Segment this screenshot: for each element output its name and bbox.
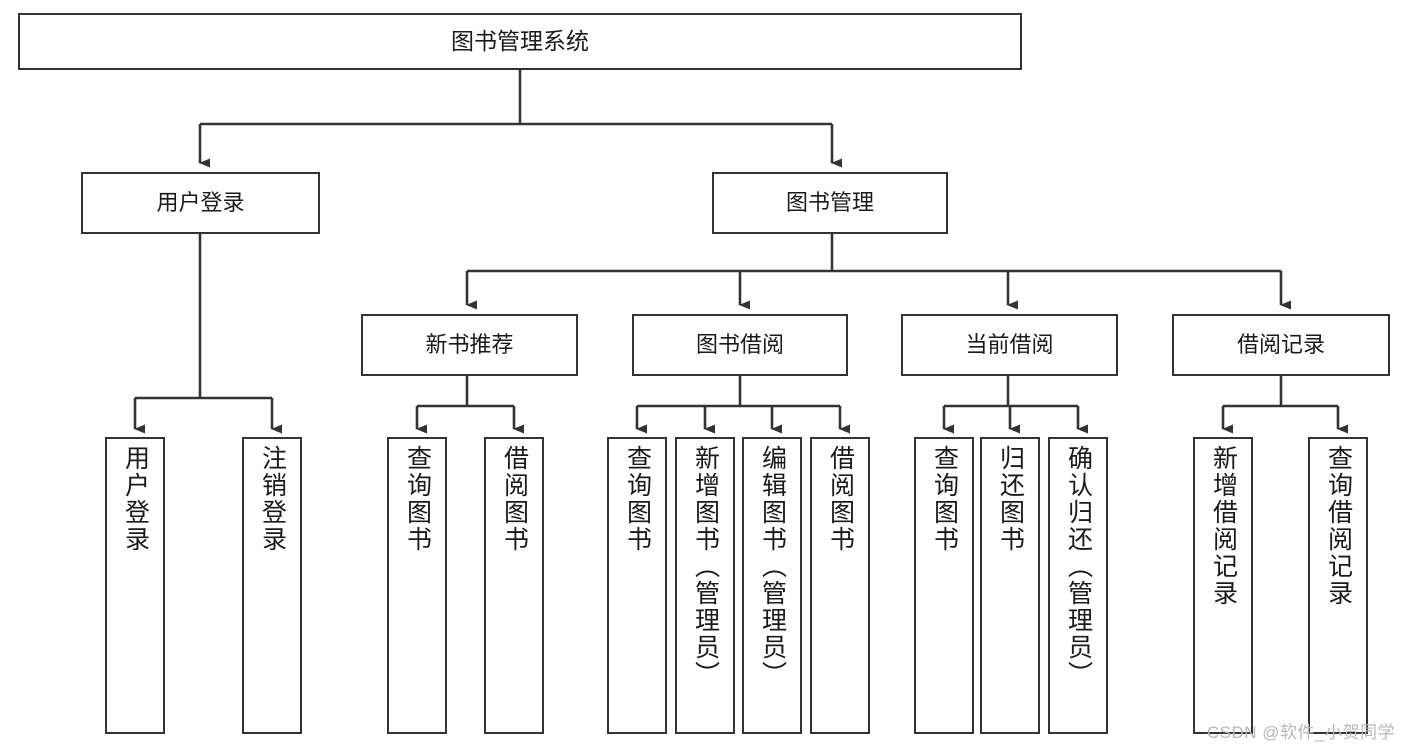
node-book-borrowing[interactable]: 图书借阅 xyxy=(632,314,848,376)
node-label: 新增借阅记录 xyxy=(1209,445,1238,607)
node-new-book-recommendation[interactable]: 新书推荐 xyxy=(361,314,578,376)
leaf-borrow-book-borrowing[interactable]: 借阅图书 xyxy=(810,437,870,734)
node-label: 借阅图书 xyxy=(826,445,855,553)
node-label: 用户登录 xyxy=(121,445,150,553)
node-label: 借阅记录 xyxy=(1236,332,1325,358)
node-book-management[interactable]: 图书管理 xyxy=(712,172,948,234)
node-label: 新书推荐 xyxy=(425,332,514,358)
node-label: 借阅图书 xyxy=(500,445,529,553)
node-label: 新增图书（管理员） xyxy=(691,445,720,688)
leaf-add-borrowing-record[interactable]: 新增借阅记录 xyxy=(1193,437,1253,734)
node-label: 归还图书 xyxy=(996,445,1025,553)
node-current-borrowing[interactable]: 当前借阅 xyxy=(901,314,1118,376)
node-root-book-management-system[interactable]: 图书管理系统 xyxy=(18,13,1022,70)
node-label: 确认归还（管理员） xyxy=(1064,445,1093,688)
node-label: 图书借阅 xyxy=(695,332,784,358)
leaf-edit-book-admin[interactable]: 编辑图书（管理员） xyxy=(742,437,802,734)
leaf-add-book-admin[interactable]: 新增图书（管理员） xyxy=(675,437,735,734)
leaf-user-login[interactable]: 用户登录 xyxy=(105,437,165,734)
leaf-query-book-borrowing[interactable]: 查询图书 xyxy=(607,437,667,734)
leaf-query-book-current[interactable]: 查询图书 xyxy=(914,437,974,734)
leaf-return-book[interactable]: 归还图书 xyxy=(980,437,1040,734)
leaf-confirm-return-admin[interactable]: 确认归还（管理员） xyxy=(1048,437,1108,734)
node-label: 查询图书 xyxy=(623,445,652,553)
node-label: 图书管理 xyxy=(785,190,874,216)
leaf-logout[interactable]: 注销登录 xyxy=(242,437,302,734)
node-label: 用户登录 xyxy=(156,190,245,216)
node-label: 编辑图书（管理员） xyxy=(758,445,787,688)
node-label: 图书管理系统 xyxy=(451,27,589,54)
leaf-borrow-book-recommendation[interactable]: 借阅图书 xyxy=(484,437,544,734)
node-label: 查询图书 xyxy=(403,445,432,553)
node-label: 注销登录 xyxy=(258,445,287,553)
node-borrowing-record[interactable]: 借阅记录 xyxy=(1172,314,1390,376)
csdn-watermark: CSDN @软件_小贺同学 xyxy=(1206,723,1395,742)
node-label: 当前借阅 xyxy=(965,332,1054,358)
node-label: 查询借阅记录 xyxy=(1324,445,1353,607)
leaf-query-book-recommendation[interactable]: 查询图书 xyxy=(387,437,447,734)
node-user-login[interactable]: 用户登录 xyxy=(81,172,320,234)
node-label: 查询图书 xyxy=(930,445,959,553)
leaf-query-borrowing-record[interactable]: 查询借阅记录 xyxy=(1308,437,1368,734)
